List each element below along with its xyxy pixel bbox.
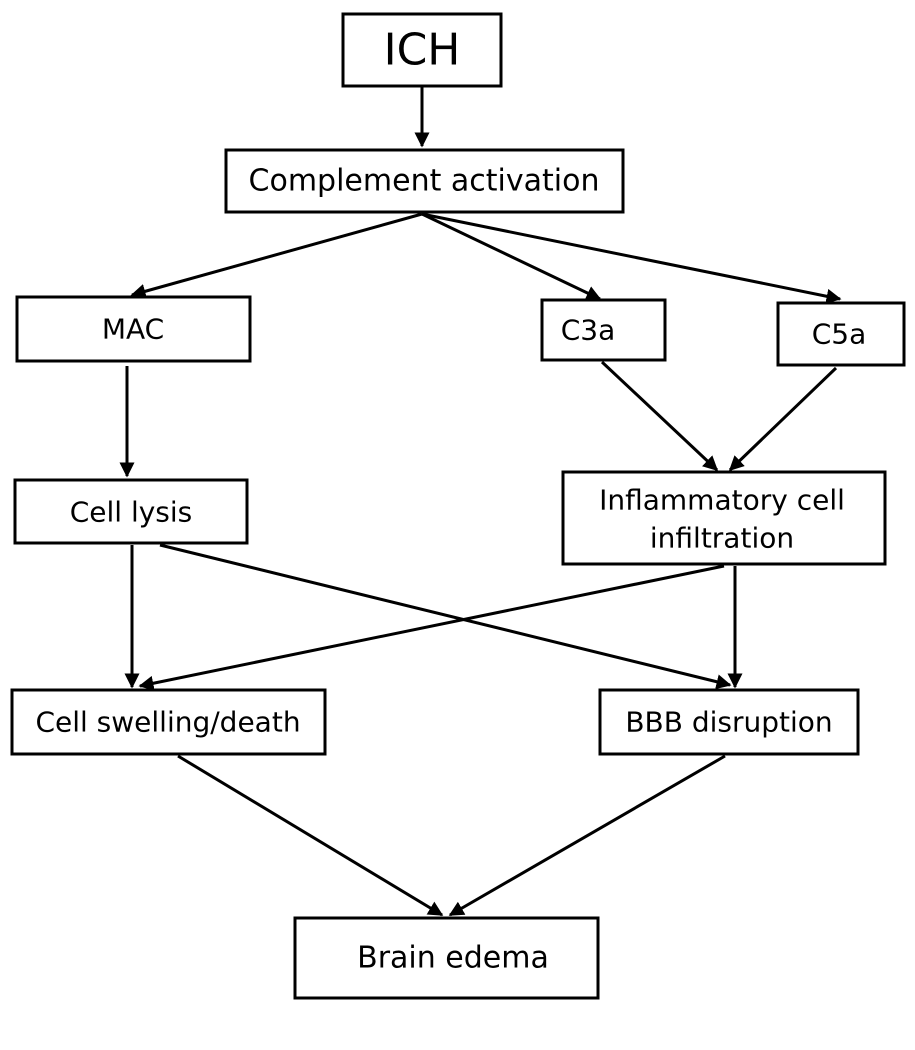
arrow-c3a-to-inflammatory (600, 360, 719, 472)
arrow-swelling-to-edema (177, 754, 444, 917)
node-bbb-disruption: BBB disruption (598, 688, 860, 756)
node-ich-label: ICH (384, 25, 461, 76)
arrow-complement-to-c3a (421, 212, 602, 301)
node-cell-lysis: Cell lysis (13, 478, 249, 545)
arrow-complement-to-c5a (421, 212, 842, 304)
node-inflammatory-line1-label: Inflammatory cell (599, 484, 845, 517)
node-cell-swelling-death: Cell swelling/death (10, 688, 327, 756)
arrow-lysis-to-bbb (159, 543, 732, 690)
arrow-complement-to-mac (130, 212, 423, 299)
arrow-bbb-to-edema (448, 754, 726, 917)
node-cell-swelling-death-label: Cell swelling/death (35, 706, 300, 739)
node-c5a-label: C5a (812, 318, 867, 351)
arrow-inflammatory-to-swelling (138, 564, 725, 691)
node-brain-edema: Brain edema (293, 916, 600, 1000)
node-cell-lysis-label: Cell lysis (70, 496, 193, 529)
node-complement-activation: Complement activation (224, 148, 625, 214)
node-inflammatory-cell-infiltration: Inflammatory cell infiltration (561, 470, 887, 566)
node-bbb-disruption-label: BBB disruption (625, 706, 832, 739)
node-inflammatory-line2-label: infiltration (650, 522, 794, 555)
node-c3a-label: C3a (561, 314, 616, 347)
node-c5a: C5a (776, 301, 906, 367)
node-brain-edema-label: Brain edema (357, 941, 549, 976)
arrow-c5a-to-inflammatory (728, 366, 838, 472)
arrows-layer (119, 86, 842, 917)
node-complement-activation-label: Complement activation (249, 164, 600, 199)
node-mac-label: MAC (102, 313, 164, 346)
node-c3a: C3a (540, 298, 667, 362)
node-ich: ICH (341, 12, 503, 88)
node-mac: MAC (15, 295, 252, 363)
